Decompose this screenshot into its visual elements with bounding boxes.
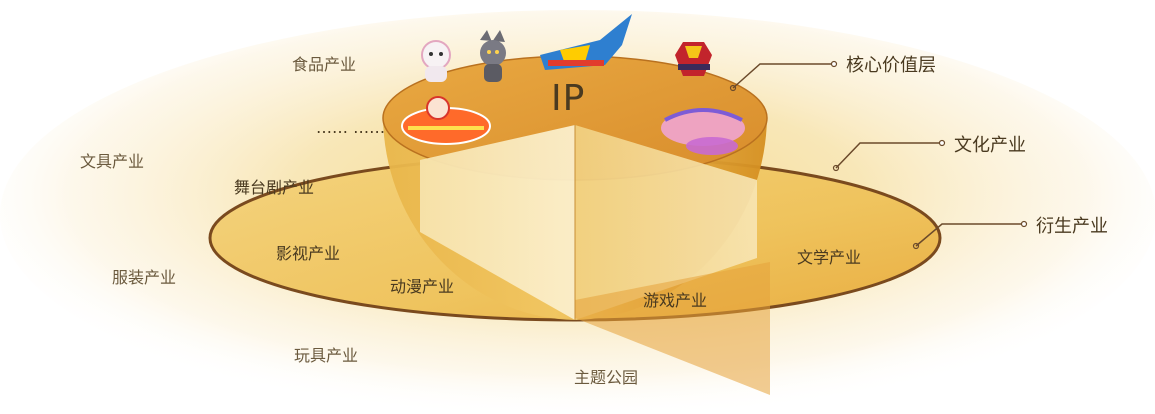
leader-derivative-industry [915, 223, 1022, 247]
label-theater-industry: 舞台剧产业 [234, 178, 315, 197]
leader-dot-derivative-start [912, 242, 920, 250]
balala-fairy-logo [661, 108, 745, 155]
kaixin-baobei-logo [401, 96, 491, 145]
label-theme-park: 主题公园 [574, 368, 639, 387]
label-food-industry: 食品产业 [292, 55, 357, 74]
label-stationery-industry: 文具产业 [80, 152, 145, 171]
leader-dot-culture-start [832, 164, 840, 172]
huoli-anime-logo [540, 14, 632, 70]
leader-core-value-layer [732, 63, 832, 89]
callout-core-value-layer: 核心价值层 [846, 55, 936, 76]
leader-culture-industry [835, 142, 940, 169]
leader-dot-culture-end [938, 139, 946, 147]
leader-dot-core-start [729, 84, 737, 92]
callout-culture-industry: 文化产业 [954, 135, 1026, 156]
sheep-character-logo [421, 40, 451, 82]
label-toys-industry: 玩具产业 [294, 346, 359, 365]
ip-core-label: IP [551, 78, 586, 119]
label-clothing-industry: 服装产业 [112, 268, 177, 287]
label-animation-industry: 动漫产业 [390, 277, 455, 296]
label-games-industry: 游戏产业 [643, 291, 708, 310]
grey-wolf-character-logo [480, 30, 506, 82]
label-literature-industry: 文学产业 [797, 248, 862, 267]
callout-derivative-industry: 衍生产业 [1036, 216, 1108, 237]
leader-dot-core-end [830, 60, 838, 68]
label-film-tv-industry: 影视产业 [276, 244, 341, 263]
wedge-front-slab [575, 262, 770, 395]
armor-hero-logo [675, 42, 712, 76]
label-ellipsis: …… …… [316, 118, 386, 137]
wedge-left-wall [420, 125, 575, 320]
wedge-right-wall [575, 125, 757, 320]
leader-dot-derivative-end [1020, 220, 1028, 228]
